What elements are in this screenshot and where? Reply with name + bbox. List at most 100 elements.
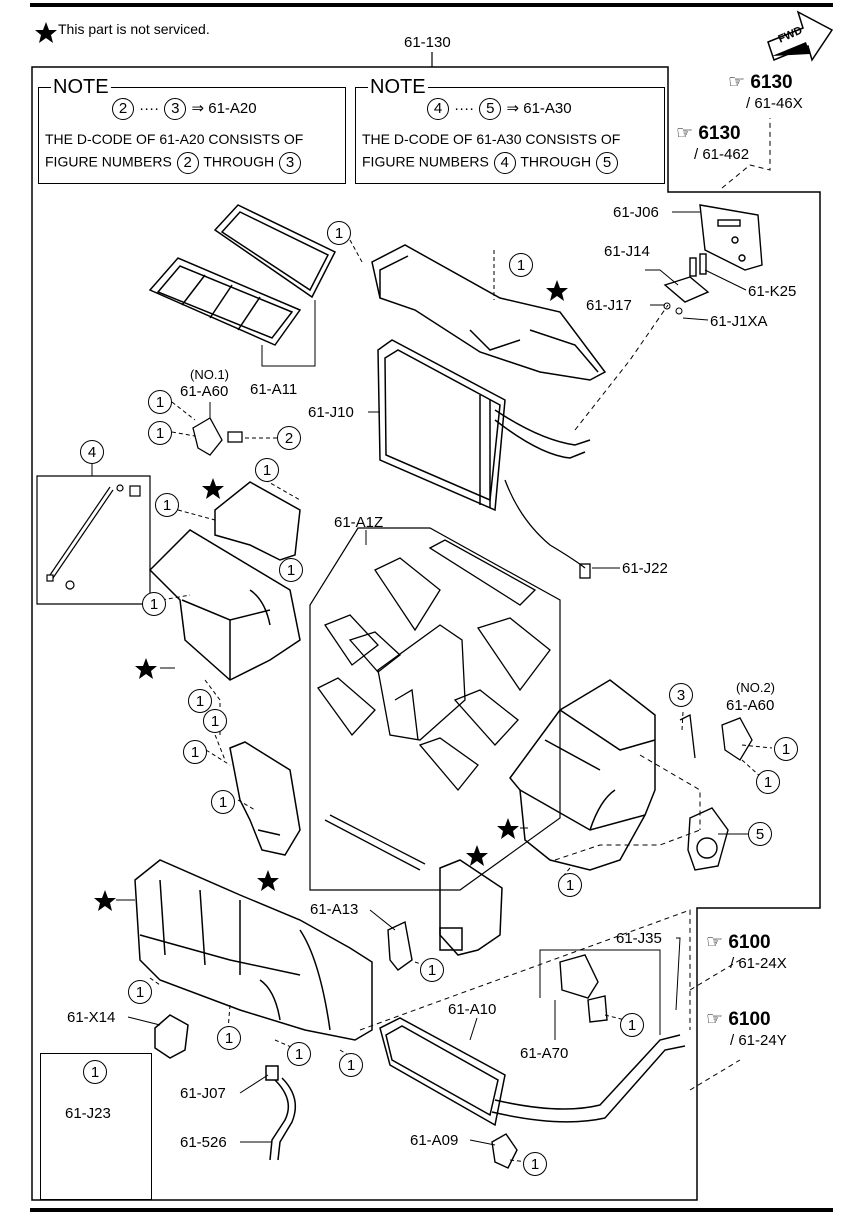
part-legend-part[interactable]: 61-J23	[65, 1105, 111, 1122]
star-icon	[135, 658, 157, 679]
part-label[interactable]: 61-J06	[613, 204, 659, 221]
callout-1[interactable]: 1	[148, 421, 172, 445]
callout-1[interactable]: 1	[279, 558, 303, 582]
ref-6100-b-sub: / 61-24Y	[730, 1032, 787, 1049]
rod-kit-frame	[36, 475, 151, 605]
bracket-sketch	[387, 920, 413, 971]
part-label[interactable]: 61-J07	[180, 1085, 226, 1102]
callout-1[interactable]: 1	[620, 1013, 644, 1037]
top-rule	[30, 3, 833, 7]
note-text-prefix: FIGURE NUMBERS	[45, 153, 172, 170]
ref-book-icon: ☞	[728, 72, 746, 93]
callout-1[interactable]: 1	[558, 873, 582, 897]
callout-1[interactable]: 1	[188, 689, 212, 713]
part-label[interactable]: 61-A10	[448, 1001, 497, 1018]
callout-1[interactable]: 1	[142, 592, 166, 616]
actuator-no1-sketch	[192, 417, 243, 456]
star-icon	[35, 22, 57, 43]
cover-plate-sketch	[699, 204, 763, 271]
dashed-link-upper	[574, 304, 669, 431]
star-icon	[497, 818, 519, 839]
part-label[interactable]: 61-J17	[586, 297, 632, 314]
part-label[interactable]: 61-A11	[250, 381, 298, 398]
dashed-link-ref	[721, 118, 771, 189]
part-label[interactable]: 61-J22	[622, 560, 668, 577]
part-label[interactable]: 61-J1XA	[710, 313, 768, 330]
connector-sketch	[663, 253, 710, 303]
callout-3[interactable]: 3	[669, 683, 693, 707]
callout-1[interactable]: 1	[183, 740, 207, 764]
part-label[interactable]: 61-A1Z	[334, 514, 384, 531]
callout-2[interactable]: 2	[277, 426, 301, 450]
heater-core-sketch	[379, 1017, 686, 1127]
a09-leader	[469, 1139, 496, 1146]
ref-6130-a-main[interactable]: ☞ 6130	[728, 72, 793, 93]
note-text-through: THROUGH	[520, 153, 592, 170]
callout-1[interactable]: 1	[420, 958, 444, 982]
note-circle-to: 3	[279, 152, 301, 174]
ref-6100-a-sub: / 61-24X	[730, 955, 787, 972]
ref-6130-b-sub: / 61-462	[694, 146, 750, 163]
a1z-parts-sketch	[317, 539, 551, 871]
star-icon	[466, 845, 488, 866]
note-text-prefix: FIGURE NUMBERS	[362, 153, 489, 170]
callout-1[interactable]: 1	[509, 253, 533, 277]
left-housing-upper-sketch	[148, 481, 301, 681]
callout-1[interactable]: 1	[148, 390, 172, 414]
a11-leader	[261, 300, 316, 367]
part-label[interactable]: 61-J10	[308, 404, 354, 421]
callout-4[interactable]: 4	[80, 440, 104, 464]
left-duct-sketch	[229, 741, 301, 856]
part-label[interactable]: 61-A13	[310, 901, 359, 918]
part-label[interactable]: 61-X14	[67, 1009, 116, 1026]
a10-leader	[469, 1017, 478, 1041]
pipe-clamp-sketch	[559, 954, 608, 1023]
callout-1[interactable]: 1	[203, 709, 227, 733]
note-box-a30: NOTE 4 ···· 5 ⇒ 61-A30 THE D-CODE OF 61-…	[355, 76, 665, 184]
note-title: NOTE	[368, 76, 428, 99]
part-label[interactable]: 61-J14	[604, 243, 650, 260]
callout-1[interactable]: 1	[128, 980, 152, 1004]
note-text-line1: THE D-CODE OF 61-A20 CONSISTS OF	[45, 131, 304, 147]
ref-6100-a-main[interactable]: ☞ 6100	[706, 932, 771, 953]
j07-leader	[239, 1074, 269, 1094]
part-label[interactable]: 61-K25	[748, 283, 797, 300]
right-housing-sketch	[509, 679, 656, 871]
ref-6130-b-main[interactable]: ☞ 6130	[676, 123, 741, 144]
bottom-rule	[30, 1208, 833, 1212]
a13-leader	[369, 909, 396, 931]
note-circle-to: 5	[596, 152, 618, 174]
part-label[interactable]: 61-J35	[616, 930, 662, 947]
part-label[interactable]: 61-526	[180, 1134, 227, 1151]
ref-book-icon: ☞	[706, 932, 724, 953]
ref-6100-b-main[interactable]: ☞ 6100	[706, 1009, 771, 1030]
note-circle-from: 2	[176, 152, 199, 174]
callout-5[interactable]: 5	[748, 822, 772, 846]
part-legend-number: 1	[83, 1060, 107, 1084]
note-text-through: THROUGH	[203, 153, 275, 170]
oring-sketch	[663, 302, 671, 310]
ref-book-icon: ☞	[676, 123, 694, 144]
ref-6130-a-sub: / 61-46X	[746, 95, 803, 112]
callout-1[interactable]: 1	[287, 1042, 311, 1066]
callout-1[interactable]: 1	[339, 1053, 363, 1077]
callout-1[interactable]: 1	[211, 790, 235, 814]
part-label[interactable]: 61-A60	[726, 697, 775, 714]
callout-1[interactable]: 1	[774, 737, 798, 761]
part-label[interactable]: 61-A70	[520, 1045, 569, 1062]
arrow-6100-b	[689, 1059, 741, 1091]
arrow-6100-a	[689, 959, 741, 991]
note-box-a20: NOTE 2 ···· 3 ⇒ 61-A20 THE D-CODE OF 61-…	[38, 76, 346, 184]
part-label[interactable]: 61-A60	[180, 383, 229, 400]
callout-1[interactable]: 1	[327, 221, 351, 245]
upper-duct-sketch	[371, 244, 607, 381]
callout-1[interactable]: 1	[155, 493, 179, 517]
callout-1[interactable]: 1	[756, 770, 780, 794]
part-label[interactable]: 61-A09	[410, 1132, 459, 1149]
dashed-heater-zone	[359, 909, 691, 1031]
callout-1[interactable]: 1	[523, 1152, 547, 1176]
callout-1[interactable]: 1	[217, 1026, 241, 1050]
callout-1[interactable]: 1	[255, 458, 279, 482]
sensor-head	[579, 563, 591, 579]
